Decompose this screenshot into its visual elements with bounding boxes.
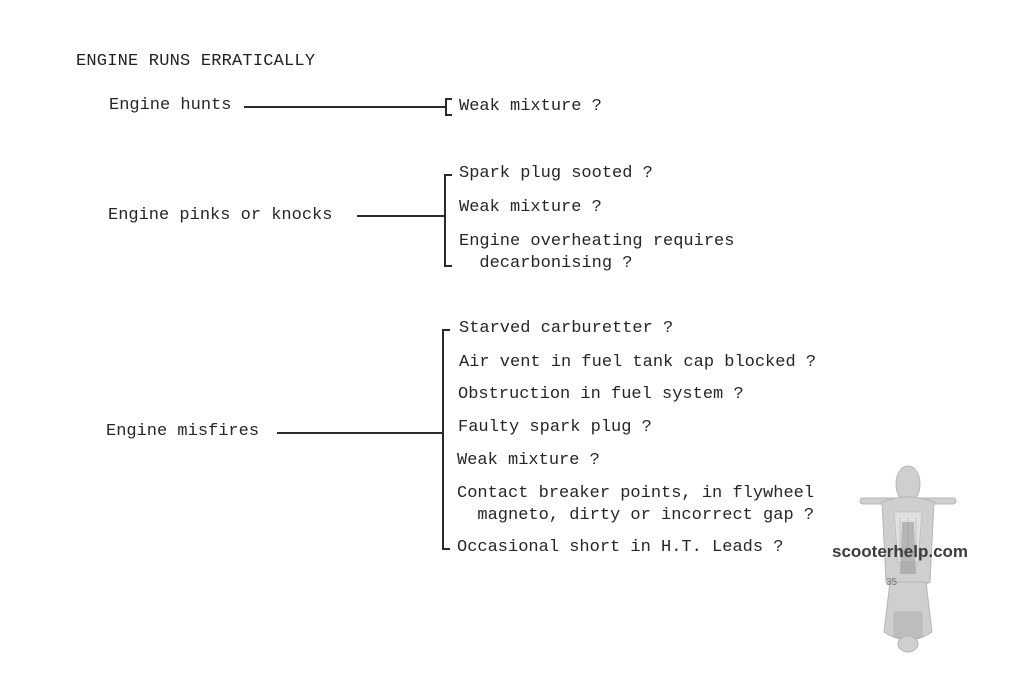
page-number: 35 xyxy=(886,577,898,588)
cause-item: Air vent in fuel tank cap blocked ? xyxy=(459,353,817,372)
bracket-tick xyxy=(442,548,450,550)
symptom-label: Engine pinks or knocks xyxy=(108,206,333,225)
cause-item: Occasional short in H.T. Leads ? xyxy=(457,538,784,557)
cause-item: Contact breaker points, in flywheel magn… xyxy=(457,484,815,525)
cause-item: Faulty spark plug ? xyxy=(458,418,652,437)
symptom-label: Engine misfires xyxy=(106,422,260,441)
bracket xyxy=(442,329,444,549)
bracket-tick xyxy=(445,98,452,100)
cause-item: Engine overheating requires decarbonisin… xyxy=(459,232,735,273)
scooter-icon xyxy=(859,465,957,653)
bracket-tick xyxy=(445,114,452,116)
bracket-tick xyxy=(444,265,452,267)
bracket xyxy=(445,98,447,116)
connector-line xyxy=(277,432,443,434)
connector-line xyxy=(244,106,446,108)
bracket-tick xyxy=(444,174,452,176)
cause-item: Spark plug sooted ? xyxy=(459,164,653,183)
bracket xyxy=(444,174,446,266)
cause-item: Weak mixture ? xyxy=(457,451,600,470)
cause-item: Starved carburetter ? xyxy=(459,319,674,338)
symptom-label: Engine hunts xyxy=(109,96,232,115)
watermark-text: scooterhelp.com xyxy=(832,542,969,561)
connector-line xyxy=(357,215,445,217)
page-title: ENGINE RUNS ERRATICALLY xyxy=(76,52,316,71)
bracket-tick xyxy=(442,329,450,331)
cause-item: Weak mixture ? xyxy=(459,198,602,217)
cause-item: Obstruction in fuel system ? xyxy=(458,385,744,404)
cause-item: Weak mixture ? xyxy=(459,97,602,116)
